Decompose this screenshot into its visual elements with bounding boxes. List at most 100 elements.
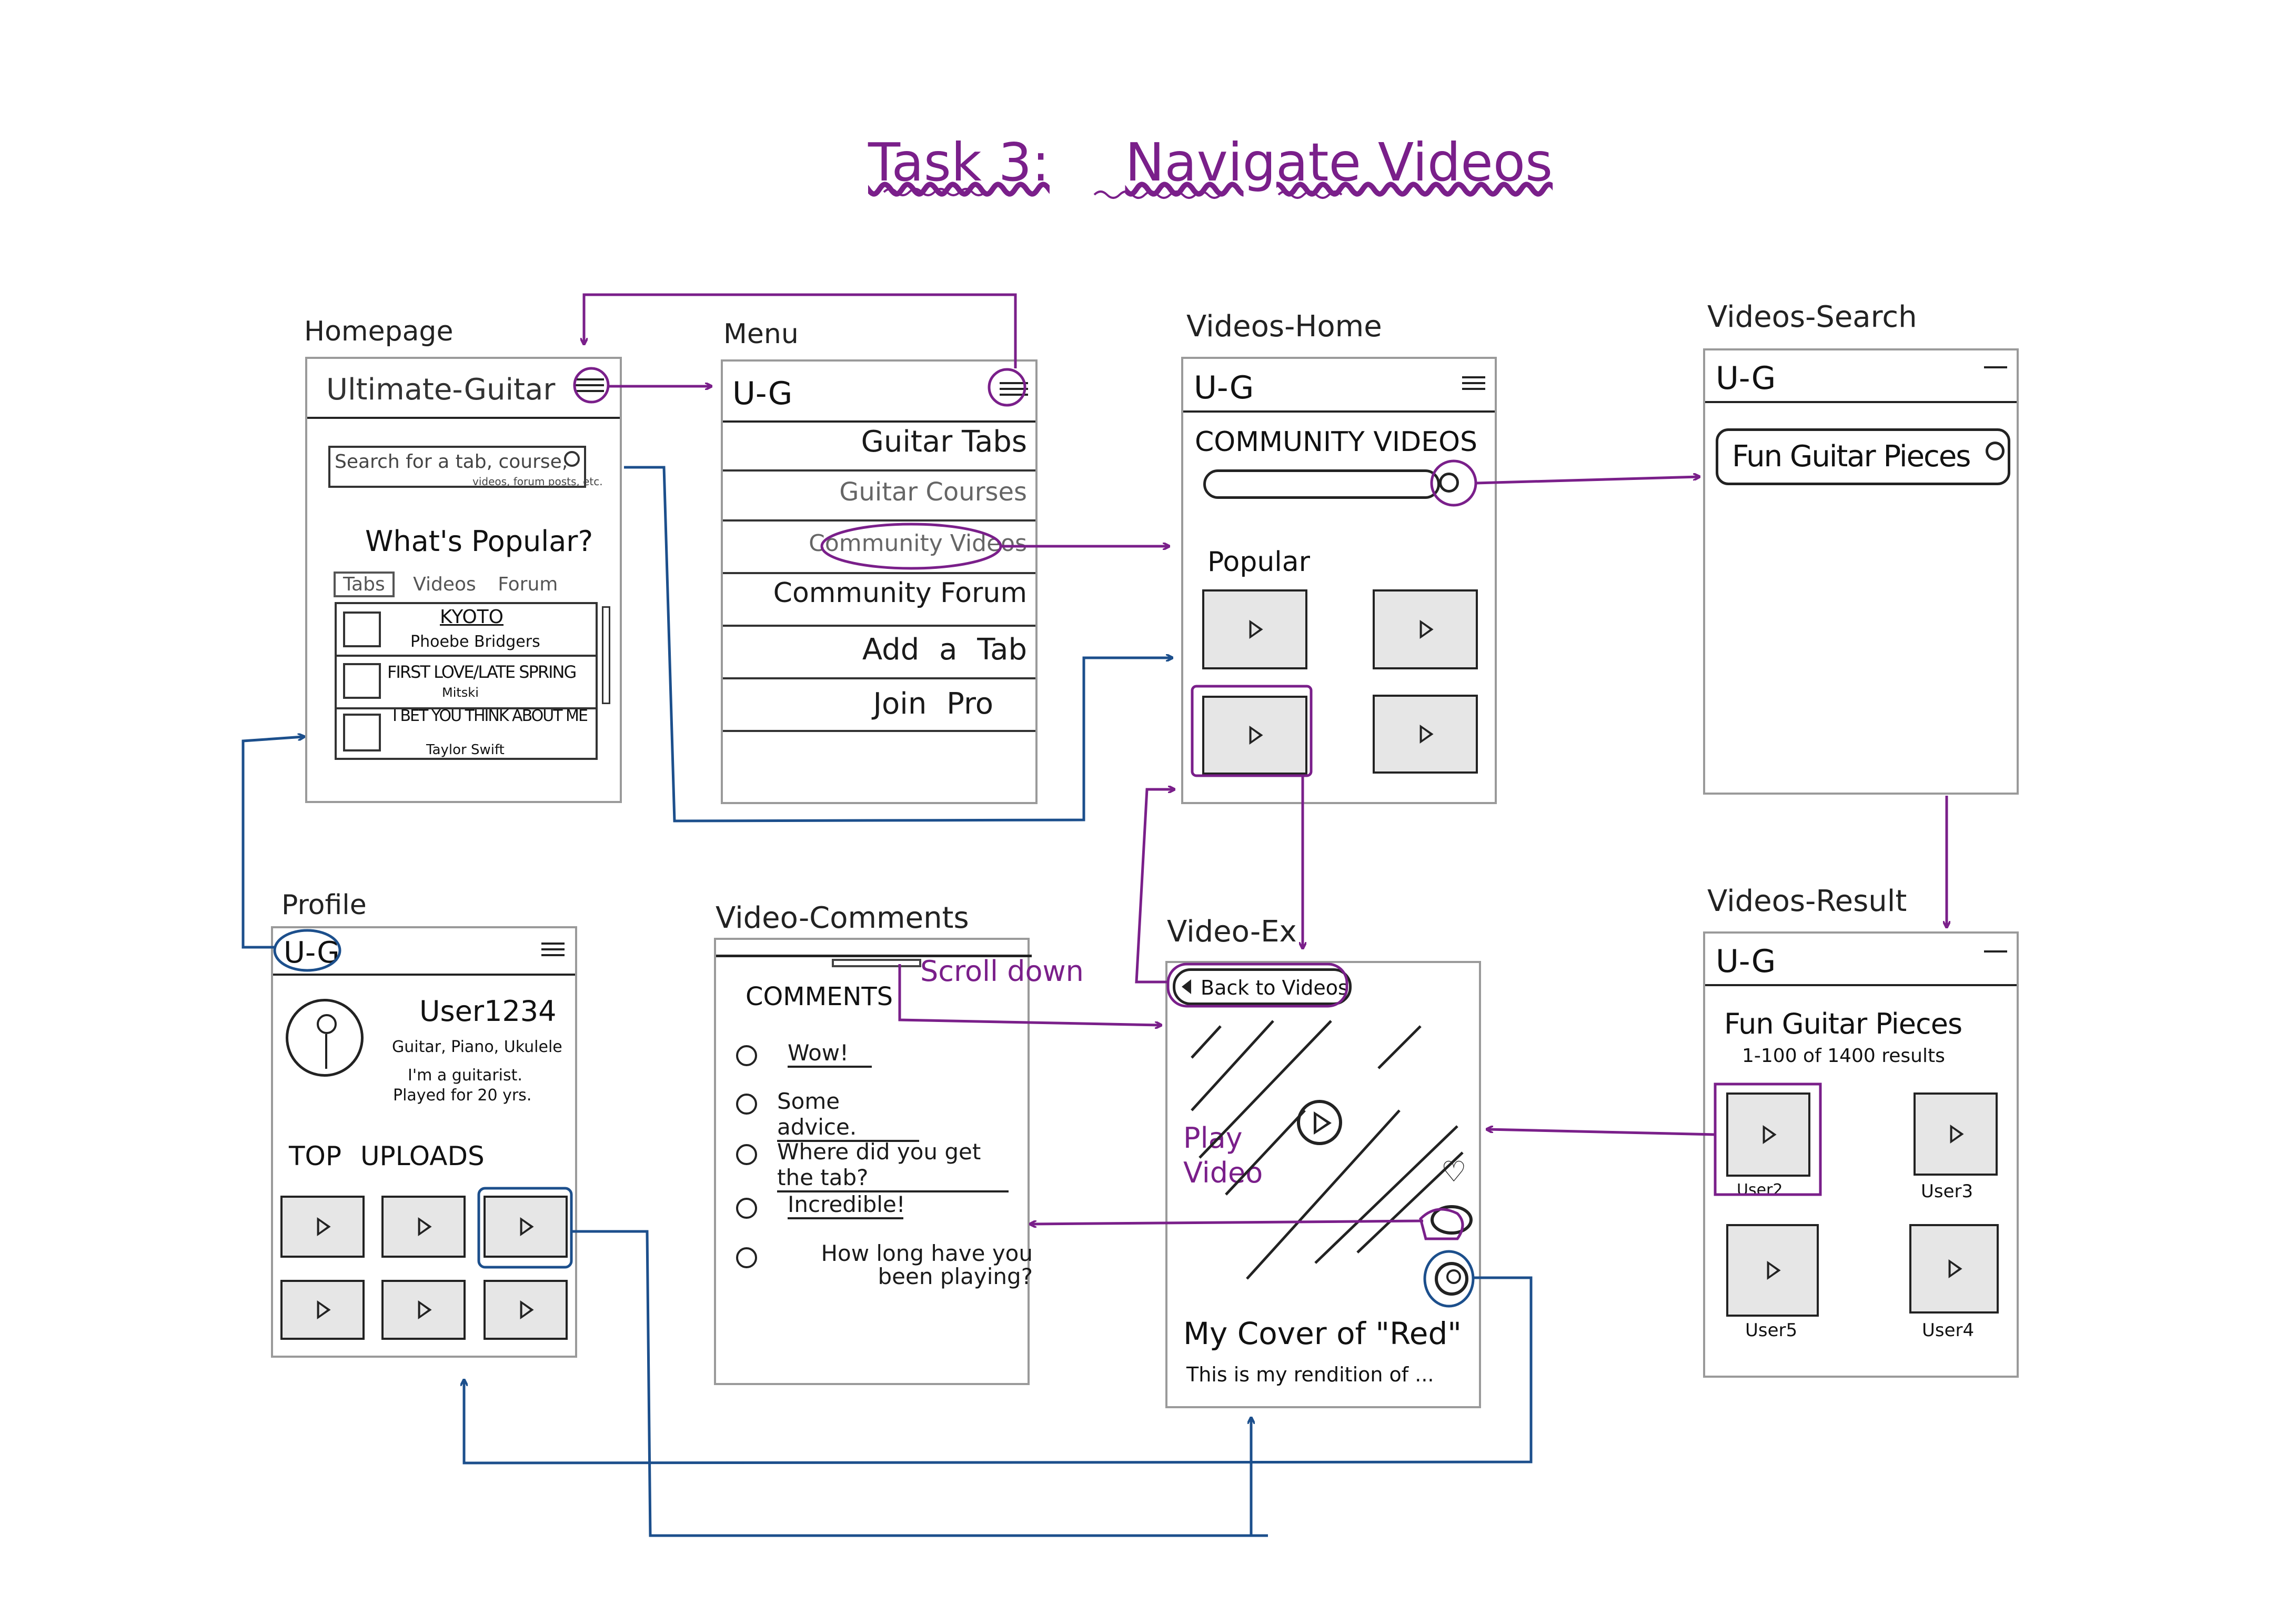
menu-item-join-pro[interactable]: Join Pro: [873, 687, 993, 721]
hamburger-icon[interactable]: [1462, 373, 1485, 394]
homepage-section-title: What's Popular?: [365, 525, 593, 558]
song-artist: Mitski: [442, 685, 479, 700]
scroll-down-annotation: Scroll down: [920, 955, 1084, 988]
song-title: FIRST LOVE/LATE SPRING: [387, 662, 577, 682]
videos-search-input[interactable]: [1203, 469, 1440, 499]
back-label: Back to Videos: [1201, 976, 1348, 999]
video-thumbnail[interactable]: [1202, 589, 1307, 669]
list-item[interactable]: FIRST LOVE/LATE SPRING Mitski: [337, 655, 596, 709]
videos-result-label: Videos-Result: [1707, 884, 1907, 918]
video-thumbnail[interactable]: [484, 1196, 568, 1258]
hamburger-icon[interactable]: [1984, 950, 2007, 953]
profile-avatar-icon[interactable]: [1435, 1262, 1468, 1296]
hamburger-icon[interactable]: [1984, 366, 2007, 368]
video-thumbnail[interactable]: [1914, 1092, 1998, 1176]
play-video-annotation: Play Video: [1183, 1121, 1263, 1189]
video-thumbnail[interactable]: [280, 1280, 365, 1340]
tab-tabs[interactable]: Tabs: [334, 572, 395, 597]
search-placeholder-2: videos, forum posts, etc.: [472, 475, 603, 488]
menu-item-community-forum[interactable]: Community Forum: [773, 577, 1027, 609]
back-to-videos-button[interactable]: Back to Videos: [1173, 968, 1352, 1005]
diagram-title: Task 3: Navigate Videos: [868, 132, 1553, 193]
top-uploads-heading: TOP UPLOADS: [289, 1141, 485, 1171]
hamburger-icon[interactable]: [541, 939, 565, 960]
profile-app-title[interactable]: U-G: [284, 936, 340, 970]
list-item[interactable]: I BET YOU THINK ABOUT ME Taylor Swift: [337, 707, 596, 758]
search-query: Fun Guitar Pieces: [1732, 439, 1971, 474]
comment-avatar-icon: [736, 1094, 757, 1115]
video-thumbnail[interactable]: [381, 1280, 466, 1340]
videos-search-app-title: U-G: [1716, 360, 1776, 397]
videos-result-screen: U-G Fun Guitar Pieces 1-100 of 1400 resu…: [1703, 931, 2019, 1378]
video-thumbnail[interactable]: [1909, 1224, 1999, 1314]
search-icon[interactable]: [1439, 473, 1459, 493]
results-query: Fun Guitar Pieces: [1724, 1007, 1962, 1040]
comment-avatar-icon: [736, 1045, 757, 1066]
song-list: KYOTO Phoebe Bridgers FIRST LOVE/LATE SP…: [335, 602, 598, 760]
menu-item-add-a-tab[interactable]: Add a Tab: [862, 633, 1027, 667]
videos-home-header: U-G: [1183, 359, 1495, 413]
list-item[interactable]: KYOTO Phoebe Bridgers: [337, 604, 596, 657]
video-comments-screen: Scroll down COMMENTS Wow! Some advice. W…: [714, 938, 1084, 1385]
menu-screen: U-G Guitar Tabs Guitar Courses Community…: [721, 359, 1038, 804]
videos-search-label: Videos-Search: [1707, 300, 1917, 334]
video-description: This is my rendition of ...: [1186, 1363, 1434, 1386]
homepage-label: Homepage: [304, 316, 454, 347]
play-button-icon[interactable]: [1297, 1100, 1342, 1145]
video-thumbnail[interactable]: [1373, 589, 1478, 669]
heart-icon[interactable]: ♡: [1441, 1155, 1467, 1188]
menu-item-guitar-courses[interactable]: Guitar Courses: [839, 477, 1027, 507]
song-artist: Phoebe Bridgers: [410, 633, 540, 651]
song-title: KYOTO: [440, 606, 504, 628]
videos-home-screen: U-G COMMUNITY VIDEOS Popular: [1181, 357, 1497, 804]
videos-result-app-title: U-G: [1716, 943, 1776, 980]
video-thumbnail[interactable]: [1726, 1224, 1819, 1317]
album-art-icon: [343, 714, 381, 751]
comment-text: Wow!: [788, 1040, 872, 1068]
video-thumbnail[interactable]: [381, 1196, 466, 1258]
video-thumbnail[interactable]: [1373, 695, 1478, 774]
search-icon: [1986, 442, 2005, 460]
menu-item-community-videos[interactable]: Community Videos: [809, 530, 1027, 557]
videos-search-header: U-G: [1705, 350, 2017, 403]
menu-label: Menu: [723, 318, 799, 350]
tab-videos[interactable]: Videos: [413, 574, 476, 595]
homepage-screen: Ultimate-Guitar Search for a tab, course…: [305, 357, 622, 803]
video-thumbnail[interactable]: [280, 1196, 365, 1258]
videos-search-input[interactable]: Fun Guitar Pieces: [1716, 428, 2010, 485]
hamburger-icon[interactable]: [1000, 378, 1028, 399]
homepage-tabs: Tabs Videos Forum: [334, 572, 558, 597]
video-ex-screen: Back to Videos Play Video ♡ My Cover of …: [1165, 961, 1481, 1408]
video-thumbnail[interactable]: [1726, 1092, 1810, 1177]
video-thumbnail[interactable]: [484, 1280, 568, 1340]
scrollbar[interactable]: [602, 606, 610, 704]
video-thumbnail[interactable]: [1202, 696, 1307, 775]
search-icon: [564, 451, 580, 467]
menu-header: U-G: [723, 362, 1035, 423]
video-username: User5: [1745, 1320, 1798, 1341]
album-art-icon: [343, 611, 381, 647]
profile-username: User1234: [419, 995, 557, 1028]
videos-home-app-title: U-G: [1194, 369, 1254, 406]
profile-bio-1: I'm a guitarist.: [408, 1066, 522, 1085]
avatar: [286, 999, 364, 1077]
homepage-search-input[interactable]: Search for a tab, course, videos, forum …: [328, 446, 603, 488]
results-count: 1-100 of 1400 results: [1742, 1045, 1945, 1067]
menu-item-guitar-tabs[interactable]: Guitar Tabs: [861, 425, 1027, 459]
hamburger-icon[interactable]: [576, 375, 604, 396]
video-username: User3: [1921, 1181, 1973, 1202]
videos-result-header: U-G: [1705, 934, 2017, 986]
video-username: User4: [1922, 1320, 1975, 1341]
homepage-app-title: Ultimate-Guitar: [326, 373, 556, 407]
videos-home-label: Videos-Home: [1186, 309, 1382, 344]
homepage-header: Ultimate-Guitar: [307, 359, 620, 419]
tab-forum[interactable]: Forum: [498, 574, 558, 595]
videos-search-screen: U-G Fun Guitar Pieces: [1703, 348, 2019, 795]
title-subject: Navigate Videos: [1125, 132, 1553, 193]
comments-panel-top: [716, 955, 1032, 963]
profile-header: U-G: [273, 928, 575, 976]
drag-handle[interactable]: [832, 959, 921, 967]
video-username: User2: [1737, 1181, 1783, 1199]
comment-icon[interactable]: [1431, 1205, 1473, 1235]
search-placeholder: Search for a tab, course,: [335, 451, 568, 473]
